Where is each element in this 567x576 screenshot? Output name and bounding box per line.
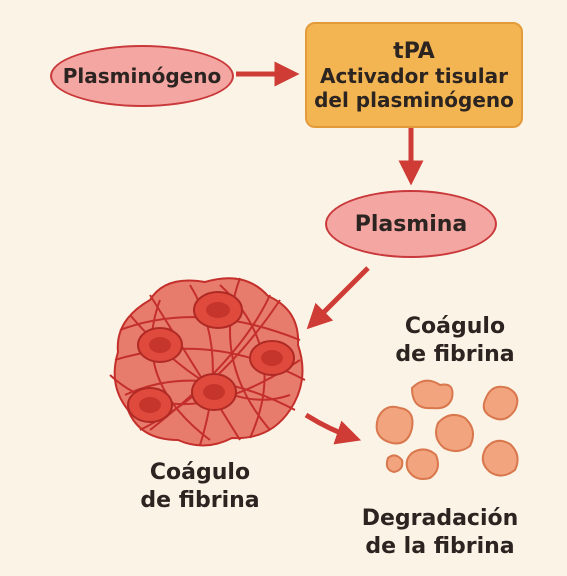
arrow-clot-to-degradation bbox=[304, 412, 362, 445]
plasminogen-label: Plasminógeno bbox=[62, 64, 222, 88]
clot-label-left: Coágulo de fibrina bbox=[120, 459, 280, 514]
degradation-label-line2: de la fibrina bbox=[365, 533, 515, 559]
tpa-line2: del plasminógeno bbox=[314, 87, 514, 112]
arrow-plasmin-to-clot bbox=[306, 266, 370, 330]
fibrin-fragment bbox=[481, 439, 519, 477]
plasmin-label: Plasmina bbox=[354, 211, 468, 237]
fibrin-fragment bbox=[385, 454, 404, 474]
degradation-label-line1: Degradación bbox=[361, 506, 519, 531]
fibrin-fragment bbox=[410, 379, 454, 410]
fibrin-fragments bbox=[375, 379, 519, 480]
tpa-node: tPA Activador tisular del plasminógeno bbox=[305, 22, 523, 128]
red-blood-cells bbox=[127, 291, 295, 423]
clot-label-right-line2: de fibrina bbox=[395, 341, 515, 367]
fibrin-fragment bbox=[435, 413, 475, 452]
tpa-line1: Activador tisular bbox=[320, 63, 508, 88]
degradation-label: Degradación de la fibrina bbox=[335, 505, 545, 560]
plasmin-node: Plasmina bbox=[325, 190, 497, 258]
fibrin-clot-illustration bbox=[109, 277, 306, 447]
fibrin-fragment bbox=[482, 385, 519, 421]
plasminogen-node: Plasminógeno bbox=[50, 45, 234, 107]
fibrin-fragment bbox=[375, 405, 414, 445]
tpa-title: tPA bbox=[393, 38, 435, 64]
clot-label-left-line2: de fibrina bbox=[140, 487, 260, 513]
clot-label-right: Coágulo de fibrina bbox=[385, 313, 525, 368]
clot-label-left-line1: Coágulo bbox=[149, 460, 251, 485]
fibrin-fragment bbox=[405, 448, 439, 480]
clot-label-right-line1: Coágulo bbox=[404, 314, 506, 339]
